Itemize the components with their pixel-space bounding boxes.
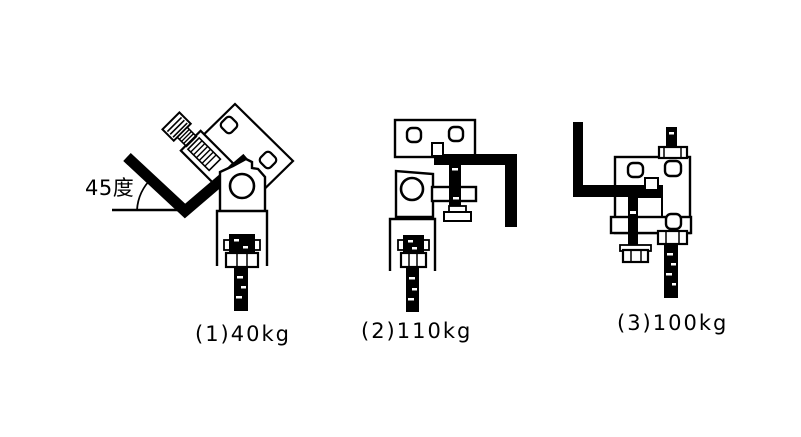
caption-figure-1: (1)40kg xyxy=(195,322,291,346)
clamp-tab-2 xyxy=(431,142,444,157)
clamp-window-3 xyxy=(636,196,663,218)
yoke-bracket-1 xyxy=(215,209,269,266)
figure-3-drawing xyxy=(573,122,693,298)
top-nut-3 xyxy=(657,145,689,160)
hex-nut-1 xyxy=(224,251,260,269)
plate-hole xyxy=(219,115,239,135)
angle-beam-2 xyxy=(434,154,517,227)
figure-2-drawing xyxy=(388,118,517,312)
threaded-rod-3 xyxy=(664,244,678,298)
top-threaded-rod-3 xyxy=(666,127,677,149)
screw-foot-2 xyxy=(443,211,472,222)
plate-hole xyxy=(447,125,465,143)
yoke-bracket-2 xyxy=(388,217,437,271)
bolt-head-2 xyxy=(403,235,424,253)
caption-figure-3: (3)100kg xyxy=(617,311,729,335)
plate-hole xyxy=(664,212,683,231)
angle-arc xyxy=(136,177,153,211)
plate-hole xyxy=(626,161,645,179)
threaded-rod-1 xyxy=(234,267,248,311)
angle-label: 45度 xyxy=(85,176,135,200)
bolt-head-1 xyxy=(229,234,255,253)
body-hole-2 xyxy=(399,176,425,202)
figure-1-drawing xyxy=(112,102,295,311)
clamp-tab-3 xyxy=(644,177,659,191)
clamp-screw-2 xyxy=(449,157,461,209)
screw-head-3 xyxy=(621,248,650,264)
plate-hole xyxy=(663,159,683,178)
body-hole-1 xyxy=(228,172,256,200)
plate-hole xyxy=(405,126,423,144)
clamp-screw-3 xyxy=(628,197,638,249)
bottom-nut-3 xyxy=(656,229,689,246)
hex-nut-2 xyxy=(399,251,428,269)
clamp-bolt-1 xyxy=(161,111,222,172)
plate-hole xyxy=(258,150,278,170)
caption-figure-2: (2)110kg xyxy=(361,319,473,343)
